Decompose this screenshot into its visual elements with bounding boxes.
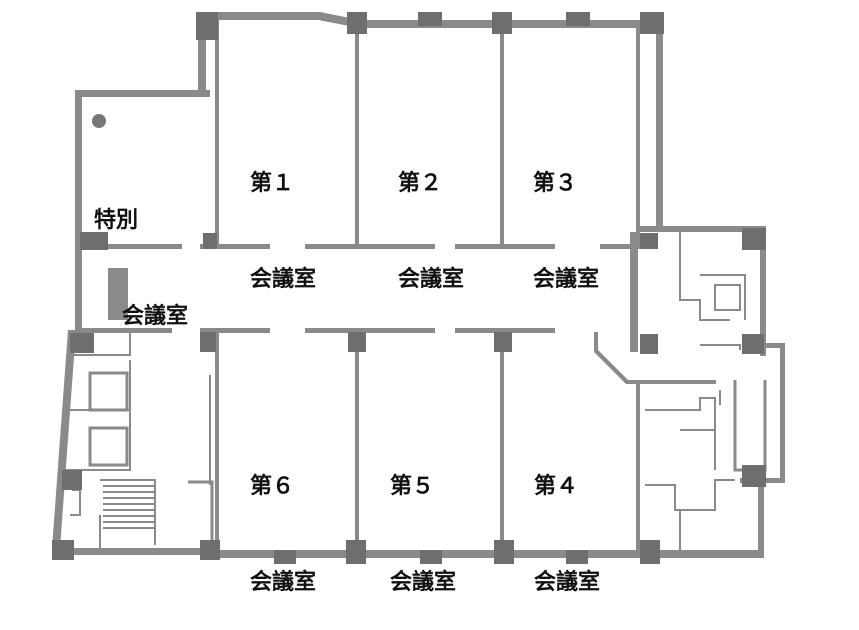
room-label-3: 第３ 会議室 [533,103,599,327]
pillars [52,12,766,564]
room-label-4-line2: 会議室 [534,569,601,595]
room-label-5-line1: 第５ [390,473,435,499]
room-label-6-line2: 会議室 [250,569,317,595]
room-label-4: 第４ 会議室 [534,406,600,630]
room-label-special-line1: 特別 [94,207,139,233]
floor-plan [52,12,785,564]
room-label-4-line1: 第４ [534,473,579,499]
marker-dot [92,114,106,128]
room-label-2-line2: 会議室 [398,266,465,292]
room-label-6: 第６ 会議室 [250,406,316,630]
room-label-5: 第５ 会議室 [390,406,456,630]
room-label-1: 第１ 会議室 [250,103,316,327]
room-label-2: 第２ 会議室 [398,103,464,327]
interior-walls [82,20,716,555]
room-label-special: 特別 会議室 [94,140,188,364]
room-label-3-line2: 会議室 [533,266,600,292]
room-label-6-line1: 第６ [250,473,295,499]
room-label-3-line1: 第３ [533,170,578,196]
room-label-1-line2: 会議室 [250,266,317,292]
service-area [645,232,767,555]
room-label-special-line2: 会議室 [122,303,189,329]
room-label-1-line1: 第１ [250,170,295,196]
stair-elevator-area [65,330,214,550]
room-label-2-line1: 第２ [398,170,443,196]
room-label-5-line2: 会議室 [390,569,457,595]
